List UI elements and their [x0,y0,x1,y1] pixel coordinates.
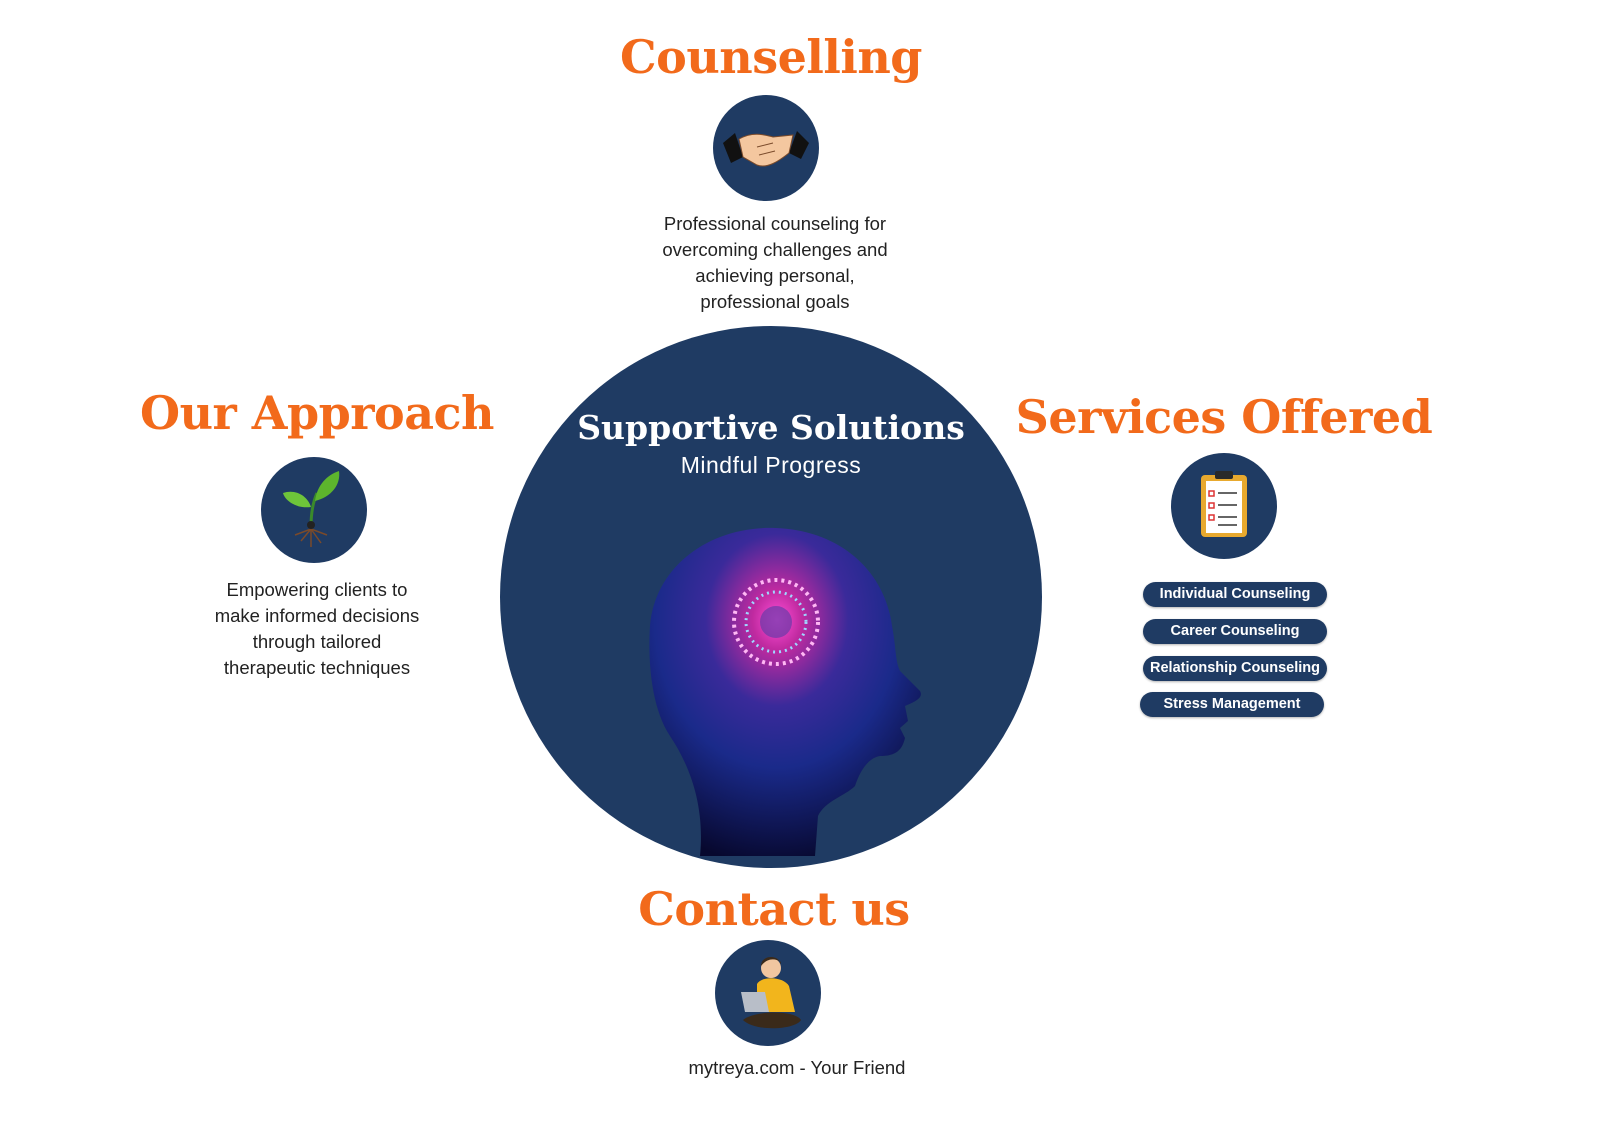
center-subtitle: Mindful Progress [680,452,862,478]
center-circle: Supportive Solutions Mindful Progress [500,326,1042,868]
person-laptop-icon [715,940,821,1046]
center-title: Supportive Solutions [577,408,965,447]
contact-title: Contact us [638,882,910,936]
description-line: Empowering clients to [226,579,408,600]
handshake-icon [713,95,819,201]
contact-text[interactable]: mytreya.com - Your Friend [688,1057,906,1078]
clipboard-checklist-icon [1171,453,1277,559]
description-line: therapeutic techniques [223,657,411,678]
description-line: overcoming challenges and [662,239,888,260]
description-line: achieving personal, [695,265,855,286]
sprout-icon [261,457,367,563]
description-line: professional goals [700,291,850,312]
description-line: Professional counseling for [663,213,887,234]
head-brain-illustration [649,527,921,856]
service-pill-individual-counseling: Individual Counseling [1143,582,1327,607]
counselling-description: Professional counseling for overcoming c… [662,211,887,315]
approach-title: Our Approach [140,386,494,440]
counselling-title: Counselling [620,30,922,84]
service-pill-relationship-counseling: Relationship Counseling [1143,656,1327,681]
services-title: Services Offered [1015,390,1433,444]
approach-description: Empowering clients to make informed deci… [215,577,420,681]
description-line: make informed decisions [214,605,420,626]
description-line: through tailored [252,631,382,652]
service-pill-career-counseling: Career Counseling [1143,619,1327,644]
service-pill-stress-management: Stress Management [1140,692,1324,717]
